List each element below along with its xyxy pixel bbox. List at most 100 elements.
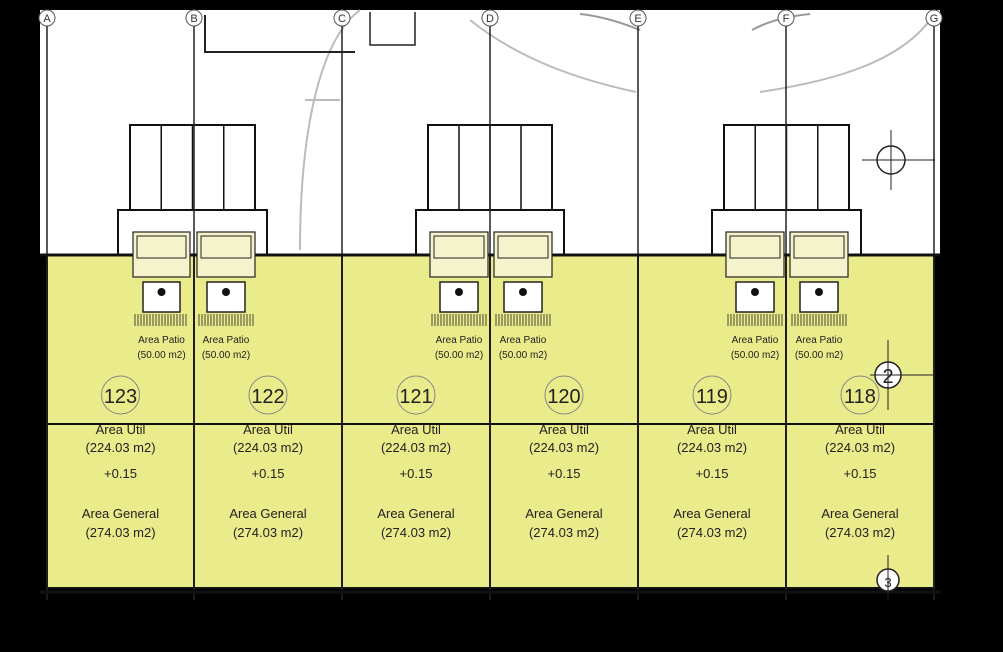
useful-area-label: Area Util	[687, 422, 737, 437]
grid-axis-label: B	[190, 13, 197, 25]
floor-level: +0.15	[696, 466, 729, 481]
floor-level: +0.15	[400, 466, 433, 481]
general-area-value: (274.03 m2)	[677, 525, 747, 540]
wall-line	[369, 12, 416, 46]
patio-block	[735, 281, 775, 313]
patio-inner	[136, 235, 187, 259]
patio-area-value: (50.00 m2)	[795, 350, 843, 361]
patio-planter	[789, 231, 849, 278]
useful-area-label: Area Util	[243, 422, 293, 437]
general-area-value: (274.03 m2)	[233, 525, 303, 540]
grid-bubble	[629, 9, 647, 27]
wall-line	[204, 15, 355, 53]
patio-area-label: Area Patio	[436, 335, 483, 346]
patio-planter	[725, 231, 785, 278]
patio-block	[142, 281, 181, 313]
floor-level: +0.15	[548, 466, 581, 481]
floor-level: +0.15	[104, 466, 137, 481]
general-area-value: (274.03 m2)	[85, 525, 155, 540]
patio-area-label: Area Patio	[732, 335, 779, 346]
patio-area-value: (50.00 m2)	[731, 350, 779, 361]
useful-area-label: Area Util	[391, 422, 441, 437]
grid-axis-label: A	[43, 13, 51, 25]
unit-lower-cell	[489, 423, 639, 589]
patio-fixture	[751, 288, 759, 296]
general-area-label: Area General	[229, 506, 306, 521]
unit-number-circle	[692, 375, 732, 415]
useful-area-label: Area Util	[539, 422, 589, 437]
useful-area-label: Area Util	[835, 422, 885, 437]
patio-fixture	[455, 288, 463, 296]
useful-area-value: (224.03 m2)	[381, 440, 451, 455]
useful-area-label: Area Util	[96, 422, 146, 437]
general-area-value: (274.03 m2)	[529, 525, 599, 540]
general-area-value: (274.03 m2)	[381, 525, 451, 540]
patio-area-value: (50.00 m2)	[202, 350, 250, 361]
patio-inner	[729, 235, 781, 259]
patio-area-label: Area Patio	[500, 335, 547, 346]
patio-fixture	[519, 288, 527, 296]
patio-area-label: Area Patio	[203, 335, 250, 346]
unit-number-circle	[544, 375, 584, 415]
floor-level: +0.15	[252, 466, 285, 481]
section-marker-label: 3	[884, 575, 891, 590]
useful-area-value: (224.03 m2)	[529, 440, 599, 455]
unit-number: 122	[251, 386, 284, 408]
general-area-label: Area General	[673, 506, 750, 521]
patio-planter	[429, 231, 489, 278]
section-marker-label: 2	[882, 366, 893, 388]
grid-bubble	[38, 9, 56, 27]
unit-lower-cell	[785, 423, 935, 589]
patio-planter	[132, 231, 191, 278]
patio-inner	[433, 235, 485, 259]
unit-number: 123	[104, 386, 137, 408]
grid-axis-label: C	[338, 13, 346, 25]
unit-number-circle	[248, 375, 288, 415]
patio-fixture	[222, 288, 230, 296]
grid-axis-label: D	[486, 13, 494, 25]
grid-bubble	[481, 9, 499, 27]
patio-area-label: Area Patio	[138, 335, 185, 346]
useful-area-value: (224.03 m2)	[233, 440, 303, 455]
swing-arc	[759, 19, 931, 93]
patio-planter	[196, 231, 256, 278]
grid-axis-label: G	[930, 13, 939, 25]
patio-block	[206, 281, 246, 313]
useful-area-value: (224.03 m2)	[85, 440, 155, 455]
patio-block	[503, 281, 543, 313]
patio-block	[799, 281, 839, 313]
swing-arc	[469, 19, 637, 93]
useful-area-value: (224.03 m2)	[677, 440, 747, 455]
grid-bubble	[333, 9, 351, 27]
patio-inner	[497, 235, 549, 259]
grid-axis-label: E	[634, 13, 641, 25]
grid-bubble	[925, 9, 943, 27]
unit-number: 119	[696, 386, 728, 408]
unit-lower-cell	[341, 423, 491, 589]
floor-level: +0.15	[844, 466, 877, 481]
patio-inner	[793, 235, 845, 259]
patio-fixture	[815, 288, 823, 296]
patio-area-value: (50.00 m2)	[499, 350, 547, 361]
patio-area-value: (50.00 m2)	[435, 350, 483, 361]
general-area-label: Area General	[82, 506, 159, 521]
patio-area-value: (50.00 m2)	[137, 350, 185, 361]
patio-fixture	[157, 288, 166, 296]
grid-bubble	[777, 9, 795, 27]
unit-number: 118	[844, 386, 876, 408]
general-area-label: Area General	[821, 506, 898, 521]
unit-lower-cell	[637, 423, 787, 589]
unit-number: 120	[547, 386, 580, 408]
patio-planter	[493, 231, 553, 278]
patio-blocks: Area Patio (50.00 m2) Area Patio (50.00 m2)…	[132, 231, 849, 361]
unit-number-circle	[396, 375, 436, 415]
unit-lower-cell	[46, 423, 195, 589]
swing-arc	[579, 13, 641, 31]
unit-cells	[46, 254, 935, 589]
useful-area-value: (224.03 m2)	[825, 440, 895, 455]
unit-number-circle	[101, 375, 140, 415]
unit-lower-cell	[193, 423, 343, 589]
grid-bubble	[185, 9, 203, 27]
patio-area-label: Area Patio	[796, 335, 843, 346]
